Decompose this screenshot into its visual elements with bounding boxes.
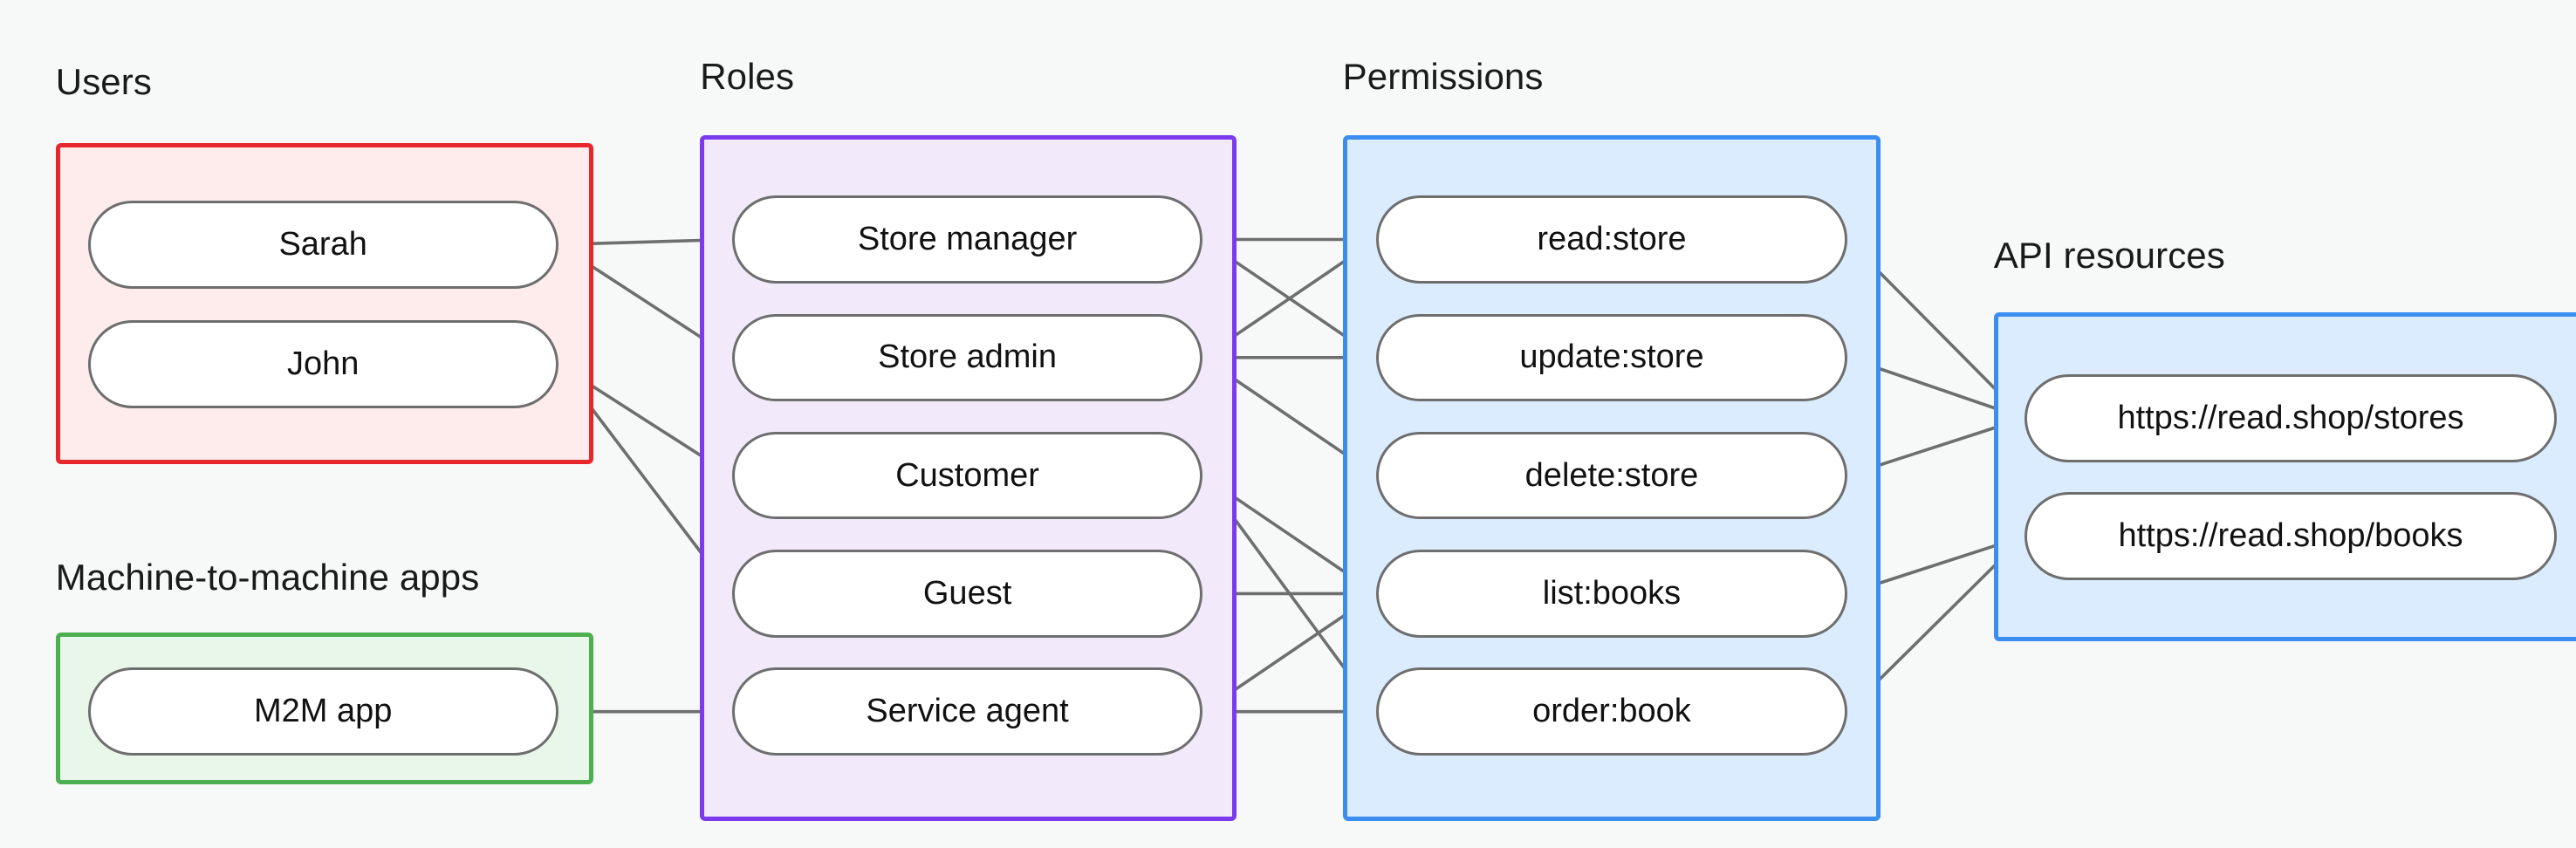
group-label-api-resources: API resources <box>1993 234 2225 276</box>
group-label-roles: Roles <box>700 55 795 97</box>
node-order-book[interactable]: order:book <box>1376 667 1847 756</box>
node-delete-store[interactable]: delete:store <box>1376 431 1847 520</box>
group-box-api-resources <box>1993 311 2576 641</box>
node-store-manager[interactable]: Store manager <box>731 195 1203 284</box>
node-store-admin[interactable]: Store admin <box>731 313 1203 402</box>
group-box-users <box>55 143 594 464</box>
group-label-users: Users <box>55 60 152 102</box>
node-https-read-shop-books[interactable]: https://read.shop/books <box>2024 492 2558 580</box>
group-label-permissions: Permissions <box>1342 55 1544 97</box>
node-sarah[interactable]: Sarah <box>87 201 558 289</box>
node-service-agent[interactable]: Service agent <box>731 667 1203 756</box>
node-read-store[interactable]: read:store <box>1376 195 1847 284</box>
node-https-read-shop-stores[interactable]: https://read.shop/stores <box>2024 374 2558 462</box>
group-label-m2m: Machine-to-machine apps <box>55 556 480 598</box>
node-update-store[interactable]: update:store <box>1376 313 1847 402</box>
node-john[interactable]: John <box>87 320 558 408</box>
node-customer[interactable]: Customer <box>731 431 1203 520</box>
node-guest[interactable]: Guest <box>731 550 1203 638</box>
node-m2m-app[interactable]: M2M app <box>87 667 558 756</box>
node-list-books[interactable]: list:books <box>1376 550 1847 638</box>
